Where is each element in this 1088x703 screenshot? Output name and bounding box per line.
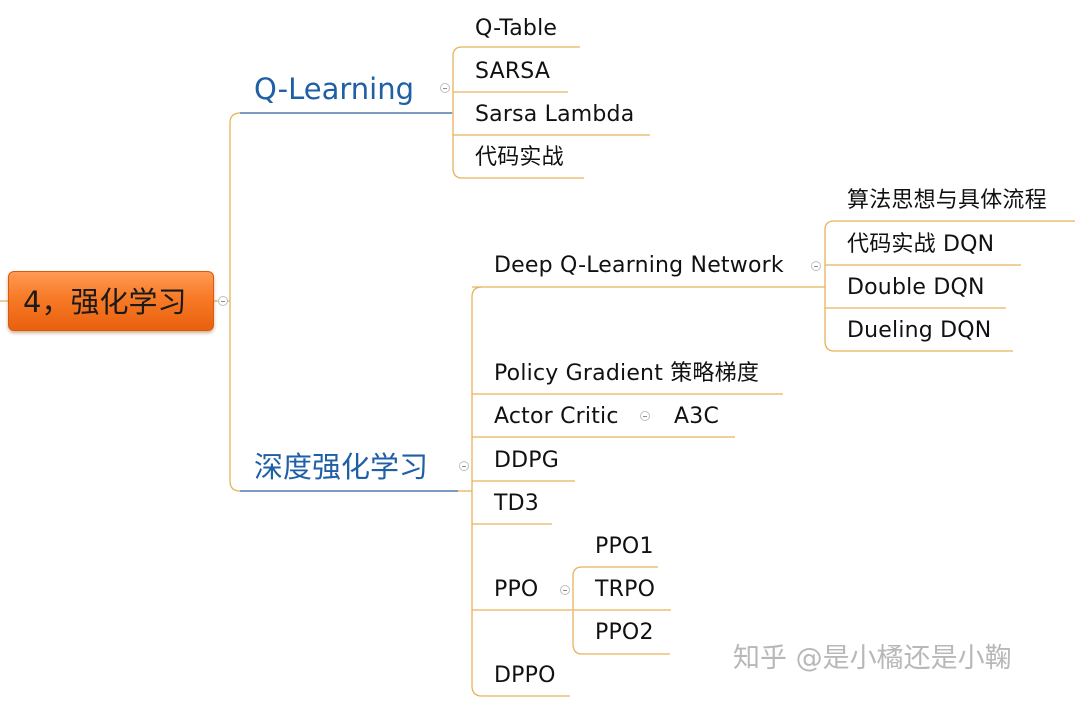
td3-node[interactable]: TD3	[494, 491, 539, 516]
ppo1-node[interactable]: PPO1	[595, 534, 654, 559]
ppo2-node[interactable]: PPO2	[595, 620, 654, 645]
ppo-node[interactable]: PPO	[494, 577, 539, 602]
deep-rl-topic[interactable]: 深度强化学习	[254, 450, 429, 484]
dqn-code-practice-node[interactable]: 代码实战 DQN	[847, 232, 995, 257]
deep-rl-collapse-icon[interactable]	[459, 461, 469, 471]
policy-gradient-node[interactable]: Policy Gradient 策略梯度	[494, 361, 760, 386]
ppo-collapse-icon[interactable]	[560, 585, 570, 595]
deep-rl-children-trunk	[471, 286, 570, 697]
dqn-algorithm-node[interactable]: 算法思想与具体流程	[847, 188, 1047, 213]
dppo-node[interactable]: DPPO	[494, 663, 556, 688]
q-code-practice-node[interactable]: 代码实战	[475, 145, 564, 170]
sarsa-lambda-node[interactable]: Sarsa Lambda	[475, 102, 635, 127]
root-topic[interactable]: 4，强化学习	[8, 271, 214, 331]
q-table-node[interactable]: Q-Table	[475, 16, 558, 41]
dqn-children-trunk	[824, 220, 1075, 352]
root-collapse-icon[interactable]	[218, 296, 228, 306]
double-dqn-node[interactable]: Double DQN	[847, 275, 985, 300]
dqn-collapse-icon[interactable]	[811, 261, 821, 271]
q-learning-collapse-icon[interactable]	[440, 83, 450, 93]
a3c-node[interactable]: A3C	[674, 404, 720, 429]
dueling-dqn-node[interactable]: Dueling DQN	[847, 318, 992, 343]
actor-critic-collapse-icon[interactable]	[640, 411, 650, 421]
q-learning-children-trunk	[452, 46, 584, 179]
ddpg-node[interactable]: DDPG	[494, 448, 559, 473]
sarsa-node[interactable]: SARSA	[475, 59, 551, 84]
q-learning-topic[interactable]: Q-Learning	[254, 72, 414, 106]
actor-critic-node[interactable]: Actor Critic	[494, 404, 619, 429]
root-topic-label: 4，强化学习	[23, 285, 187, 319]
dqn-node[interactable]: Deep Q-Learning Network	[494, 253, 784, 278]
watermark: 知乎 @是小橘还是小鞠	[733, 643, 1012, 674]
trpo-node[interactable]: TRPO	[595, 577, 656, 602]
root-branch-trunk	[229, 112, 241, 492]
